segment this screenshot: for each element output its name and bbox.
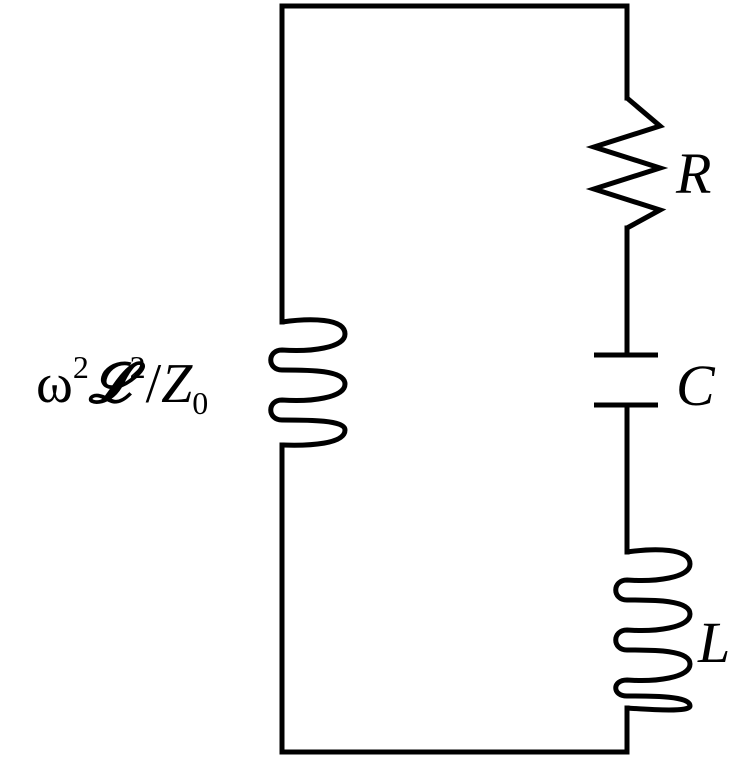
coupled-inductor: ω2𝓛2/Z0 [36, 317, 348, 448]
inductor-label: L [697, 610, 730, 675]
label-slash: / [146, 353, 162, 415]
left-wire-top [279, 3, 630, 325]
inductor: L [613, 547, 730, 713]
coupled-inductor-coil-icon [268, 317, 348, 448]
resistor: R [585, 95, 711, 231]
coupled-inductor-label: ω2𝓛2/Z0 [36, 349, 208, 421]
label-impedance: Z [161, 353, 193, 415]
capacitor-label: C [676, 353, 716, 418]
label-omega-exponent: 2 [73, 349, 89, 385]
resistor-zigzag-icon [585, 95, 669, 231]
left-wire-bottom [279, 442, 630, 755]
inductor-coil-icon [613, 547, 693, 713]
circuit-wires [279, 3, 630, 755]
label-omega: ω [36, 353, 73, 415]
resistor-label: R [675, 141, 711, 206]
label-impedance-subscript: 0 [192, 385, 208, 421]
label-mutual-exponent: 2 [130, 349, 146, 385]
capacitor: C [594, 352, 716, 418]
